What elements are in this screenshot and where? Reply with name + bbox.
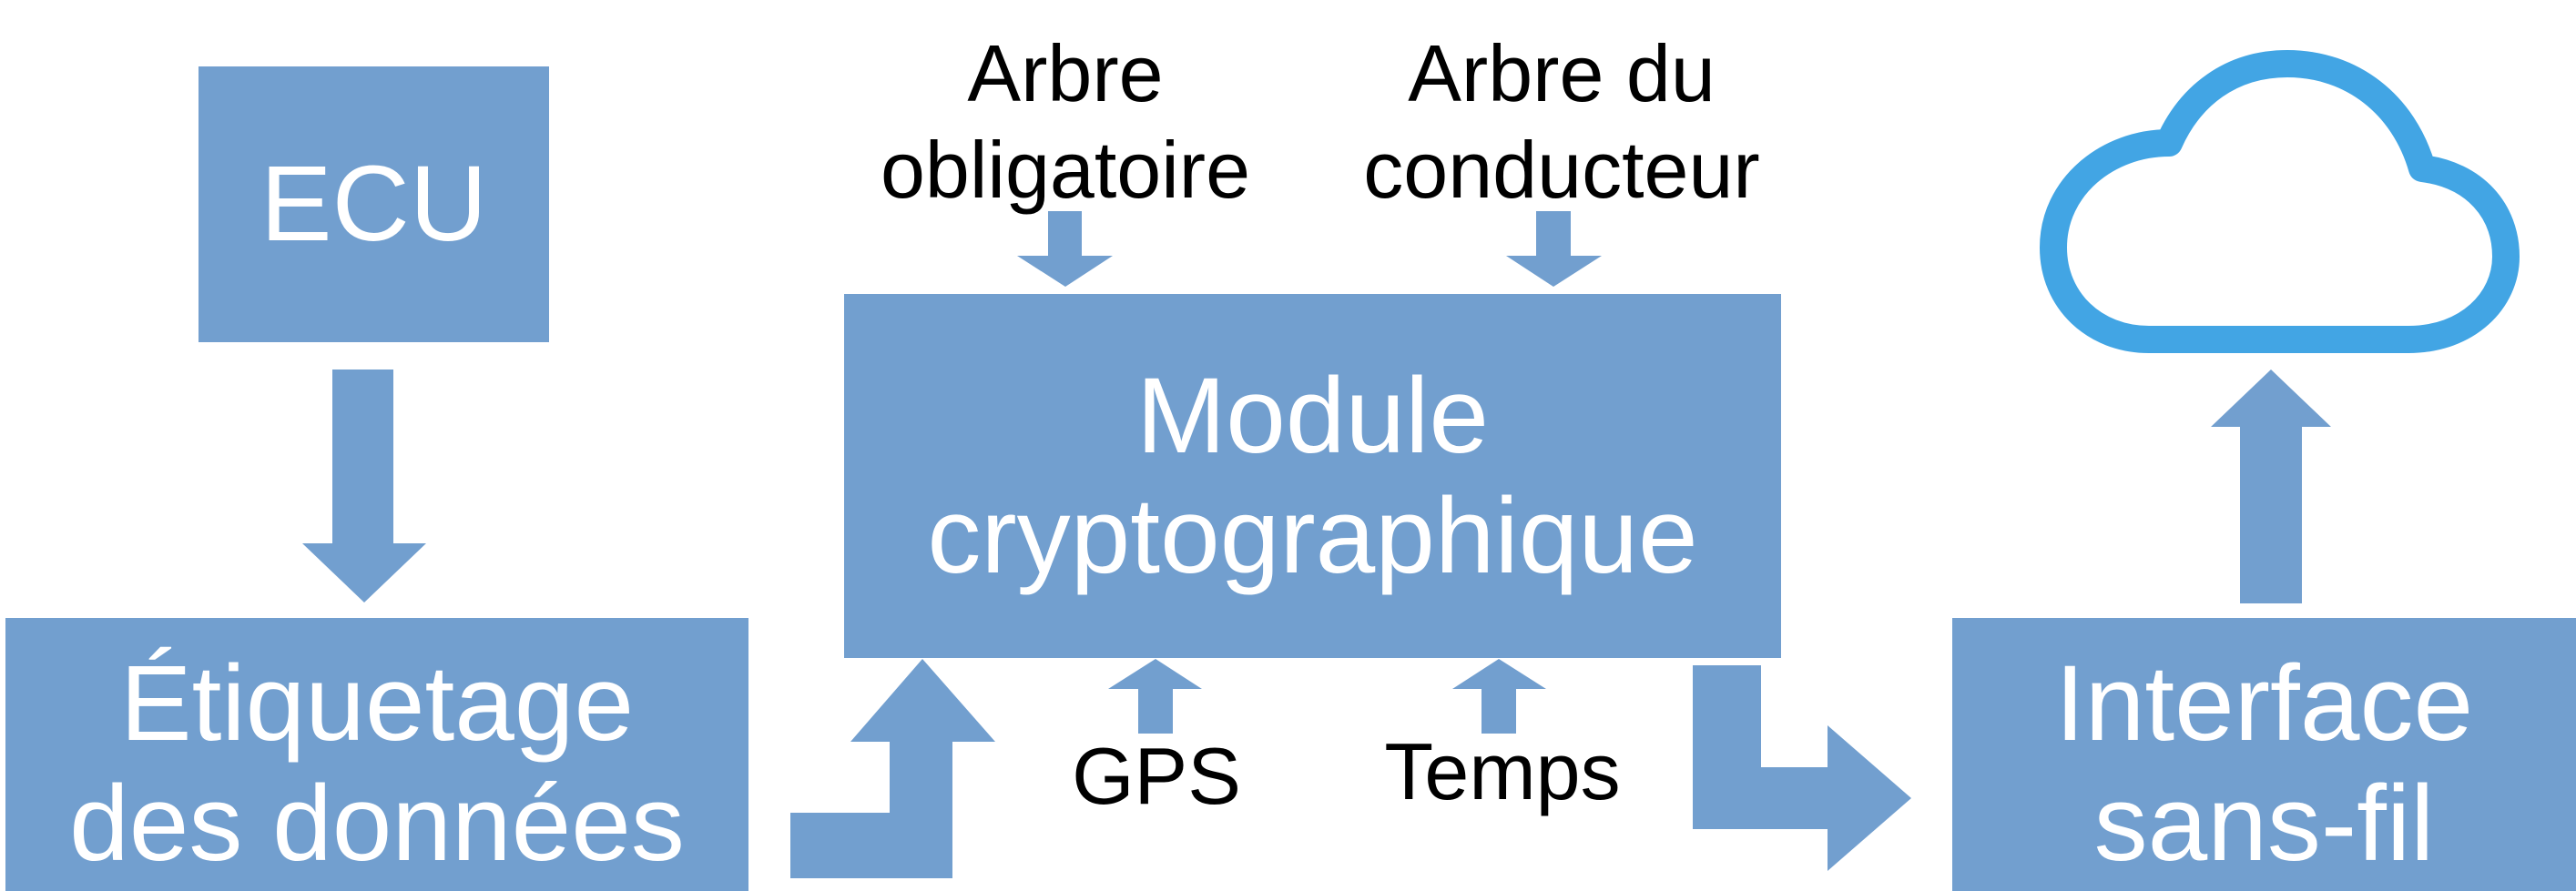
wireless-interface-box: Interface sans-fil xyxy=(1952,618,2576,891)
driver-tree-label: Arbre du conducteur xyxy=(1329,25,1794,218)
driver-tree-label-line-2: conducteur xyxy=(1363,124,1760,215)
data-tagging-label-line-1: Étiquetage xyxy=(119,643,635,764)
arrow-mandatory-tree-to-crypto xyxy=(1017,211,1113,287)
arrow-tagging-to-crypto xyxy=(790,659,995,878)
arrow-time-to-crypto xyxy=(1452,659,1546,734)
arrow-ecu-to-tagging xyxy=(302,370,426,602)
crypto-module-label-line-1: Module xyxy=(1135,355,1489,476)
ecu-box: ECU xyxy=(199,66,549,342)
gps-label-text: GPS xyxy=(1072,731,1241,821)
wireless-interface-label-line-2: sans-fil xyxy=(2093,764,2435,884)
arrow-crypto-to-wireless xyxy=(1693,665,1911,871)
time-label: Temps xyxy=(1348,724,1657,820)
arrow-driver-tree-to-crypto xyxy=(1506,211,1602,287)
mandatory-tree-label-line-1: Arbre xyxy=(967,28,1164,118)
crypto-module-label-line-2: cryptographique xyxy=(927,476,1698,596)
cloud-icon xyxy=(2040,50,2520,353)
crypto-module-box: Module cryptographique xyxy=(844,294,1781,658)
arrow-gps-to-crypto xyxy=(1108,659,1202,734)
mandatory-tree-label: Arbre obligatoire xyxy=(847,25,1284,218)
gps-label: GPS xyxy=(1047,728,1266,825)
data-tagging-box: Étiquetage des données xyxy=(5,618,748,891)
mandatory-tree-label-line-2: obligatoire xyxy=(880,124,1251,215)
time-label-text: Temps xyxy=(1384,726,1621,816)
arrow-wireless-to-cloud xyxy=(2211,370,2331,603)
data-tagging-label-line-2: des données xyxy=(69,764,685,884)
wireless-interface-label-line-1: Interface xyxy=(2054,643,2474,764)
driver-tree-label-line-1: Arbre du xyxy=(1408,28,1716,118)
ecu-label: ECU xyxy=(260,144,488,265)
